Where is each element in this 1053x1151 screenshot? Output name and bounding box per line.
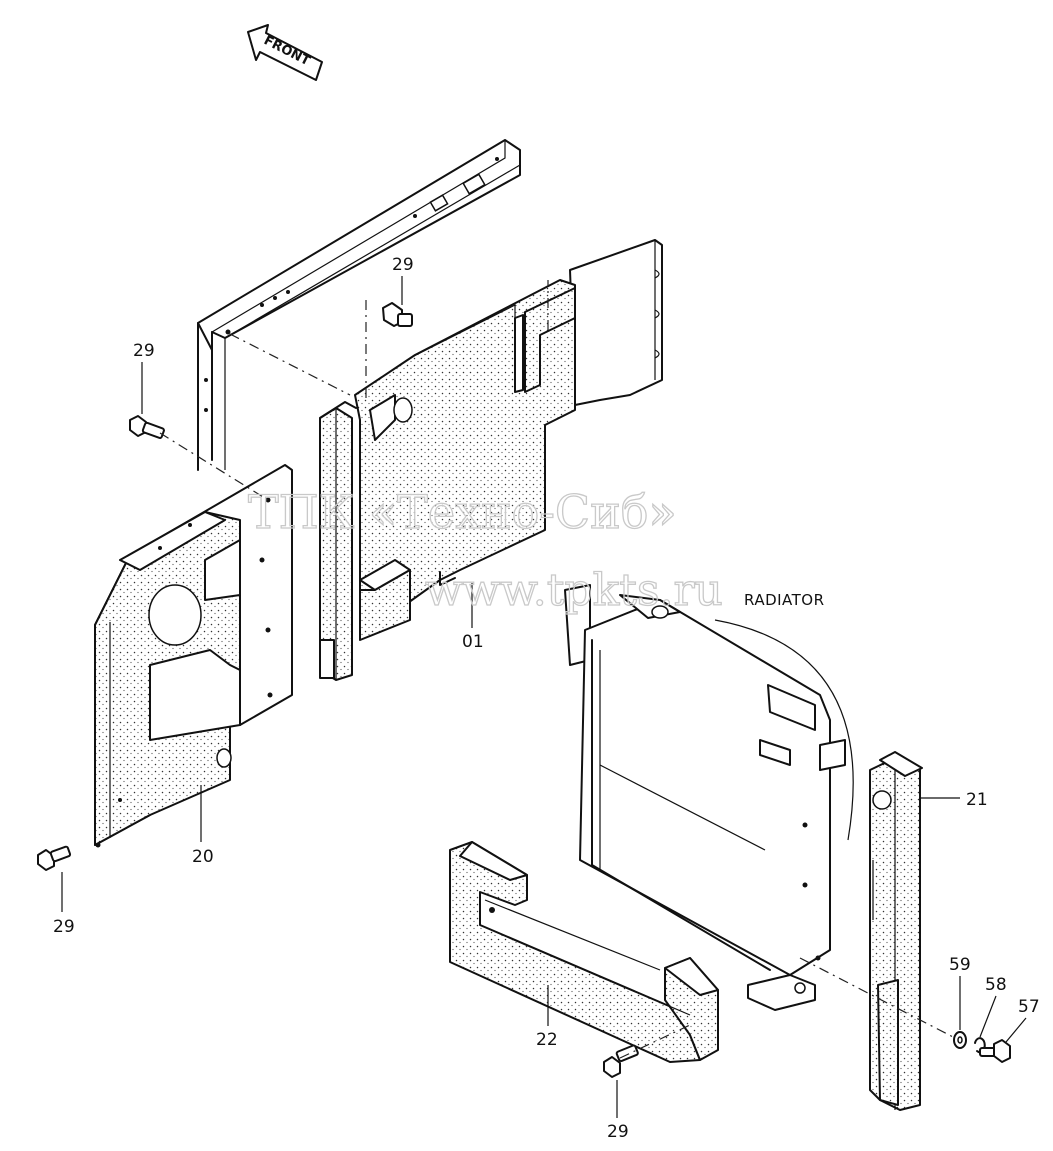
part-label-29-top: 29 xyxy=(392,255,414,275)
bolt-29-lower-left xyxy=(37,845,72,871)
panel-01 xyxy=(319,239,663,681)
part-label-29-left: 29 xyxy=(133,341,155,361)
part-20 xyxy=(94,464,293,848)
part-label-01: 01 xyxy=(462,632,484,652)
washer-59 xyxy=(953,1031,967,1049)
watermark-line-1: ТПК «Техно-Сиб» xyxy=(248,485,677,539)
radiator xyxy=(564,584,854,1011)
part-label-21: 21 xyxy=(966,790,988,810)
front-label: FRONT xyxy=(261,33,312,69)
part-22 xyxy=(449,841,719,1063)
assembly-center-lines xyxy=(159,280,956,1059)
part-label-29-lower-left: 29 xyxy=(53,917,75,937)
radiator-label: RADIATOR xyxy=(744,591,825,609)
watermark: ТПК «Техно-Сиб» www.tpkts.ru xyxy=(247,484,723,616)
part-21 xyxy=(869,751,923,1111)
bolt-29-left xyxy=(129,415,165,439)
part-label-20: 20 xyxy=(192,847,214,867)
part-label-59: 59 xyxy=(949,955,971,975)
part-label-58: 58 xyxy=(985,975,1007,995)
front-arrow: FRONT xyxy=(247,24,323,81)
part-label-22: 22 xyxy=(536,1030,558,1050)
part-label-57: 57 xyxy=(1018,997,1040,1017)
part-label-29-bottom: 29 xyxy=(607,1122,629,1142)
watermark-line-2: www.tpkts.ru xyxy=(425,565,723,616)
frame-rail xyxy=(197,139,521,471)
bolt-57 xyxy=(979,1039,1011,1063)
bolt-29-bottom xyxy=(603,1044,639,1078)
bolt-29-top xyxy=(382,302,413,327)
